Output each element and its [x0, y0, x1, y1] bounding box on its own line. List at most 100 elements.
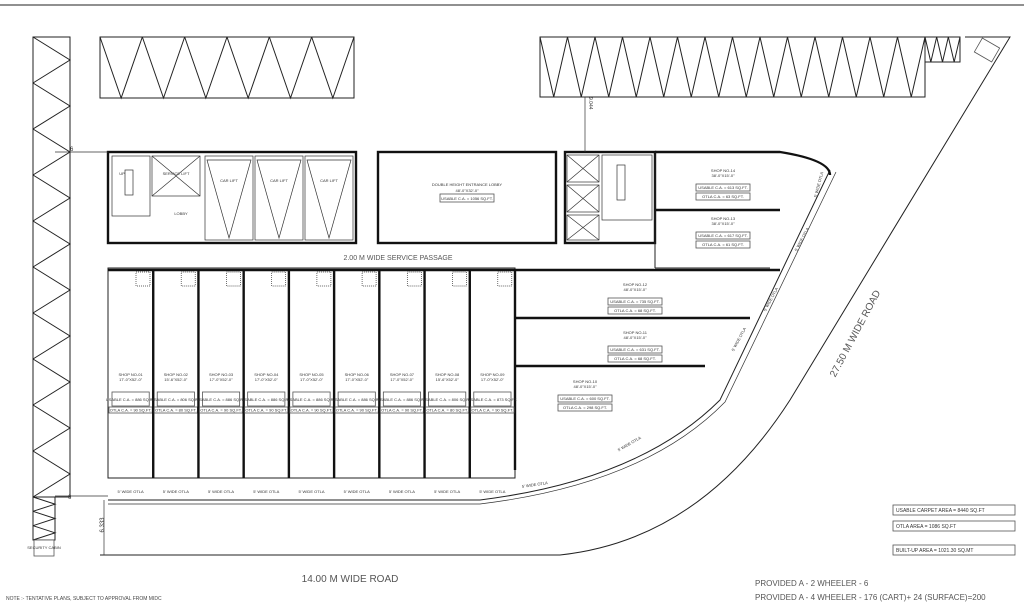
shop-shaft [226, 271, 241, 287]
car-lift-label-1: CAR LIFT [220, 178, 238, 183]
parking-bay [99, 36, 143, 100]
parking-bay [32, 496, 57, 512]
shop-shaft [361, 271, 377, 287]
shop-usable-area: USABLE C.A. = 631 SQ.FT. [610, 347, 659, 352]
otla-label: 5' WIDE OTLA [389, 489, 415, 494]
lobby-size: 48'-0"X32'-0" [455, 188, 479, 193]
shop-usable-area: USABLE C.A. = 600 SQ.FT. [560, 396, 609, 401]
shop-usable-area: USABLE C.A. = 873 SQ.FT. [468, 397, 517, 402]
shop-number: SHOP NO-04 [254, 372, 279, 377]
shop-shaft [271, 271, 287, 287]
shop-size: 17'-0"X52'-0" [300, 377, 324, 382]
parking-bay [268, 36, 313, 100]
parking-bay [842, 36, 871, 98]
parking-bay [32, 220, 71, 268]
shop-size: 38'-0"X15'-0" [711, 221, 735, 226]
shop-usable-area: USABLE C.A. = 886 SQ.FT. [377, 397, 426, 402]
shop-otla-area: OTLA C.A. = 90 SQ.FT. [110, 408, 152, 413]
shop-otla-area: OTLA C.A. = 80 SQ.FT. [155, 408, 197, 413]
shop-number: SHOP NO-01 [119, 372, 144, 377]
otla-label: 5' WIDE OTLA [479, 489, 505, 494]
shop-number: SHOP NO-08 [435, 372, 460, 377]
shop-size: 17'-0"X52'-0" [119, 377, 143, 382]
otla-label: 5' WIDE OTLA [813, 171, 825, 198]
site-boundary [100, 36, 1011, 556]
lobby-title: DOUBLE HEIGHT ENTRANCE LOBBY [432, 182, 502, 187]
parking-bay [869, 36, 898, 98]
shop-otla-area: OTLA C.A. = 90 SQ.FT. [381, 408, 423, 413]
shop-number: SHOP NO-11 [623, 330, 648, 335]
shop-otla-area: OTLA C.A. = 90 SQ.FT. [291, 408, 333, 413]
parking-bay [32, 36, 71, 84]
parking-bay [622, 36, 651, 98]
otla-label: 5' WIDE OTLA [253, 489, 279, 494]
dim-left-bottom: 6 [68, 495, 72, 501]
four-wheeler-parking: PROVIDED A - 4 WHEELER - 176 (CART)+ 24 … [755, 593, 986, 602]
shop-usable-area: USABLE C.A. = 735 SQ.FT. [610, 299, 659, 304]
parking-bay [924, 36, 938, 63]
shop-otla-box [607, 306, 663, 315]
shop-otla-area: OTLA C.A. = 90 SQ.FT. [200, 408, 242, 413]
shop-otla-area: OTLA C.A. = 90 SQ.FT. [336, 408, 378, 413]
shop-otla-area: OTLA C.A. = 298 SQ.FT. [563, 405, 607, 410]
parking-bay [649, 36, 678, 98]
car-lift-label-2: CAR LIFT [270, 178, 288, 183]
otla-label: 5' WIDE OTLA [298, 489, 324, 494]
otla-label: 5' WIDE OTLA [344, 489, 370, 494]
shop-area-box [202, 391, 241, 407]
shop-number: SHOP NO-12 [623, 282, 648, 287]
shop-number: SHOP NO-09 [480, 372, 505, 377]
shop-area-box [607, 345, 663, 354]
shop-size: 15'-6"X52'-0" [164, 377, 188, 382]
road-bottom-label: 14.00 M WIDE ROAD [302, 574, 399, 585]
shop-size: 17'-0"X52'-0" [345, 377, 369, 382]
shop-size: 17'-0"X52'-0" [390, 377, 414, 382]
lobby-small-label: LOBBY [174, 211, 188, 216]
parking-row [99, 36, 355, 99]
shop-usable-area: USABLE C.A. = 886 SQ.FT. [196, 397, 245, 402]
shop-otla-box [470, 406, 515, 414]
shop-usable-area: USABLE C.A. = 613 SQ.FT. [698, 185, 747, 190]
parking-bay [32, 174, 71, 222]
shop-otla-area: OTLA C.A. = 80 SQ.FT. [426, 408, 468, 413]
shop-usable-area: USABLE C.A. = 806 SQ.FT. [151, 397, 200, 402]
shop-otla-area: OTLA C.A. = 63 SQ.FT. [702, 194, 744, 199]
parking-bay [32, 358, 71, 406]
shop-shaft [316, 271, 332, 287]
service-passage-label: 2.00 M WIDE SERVICE PASSAGE [343, 255, 452, 262]
shop-area-box [111, 391, 150, 407]
parking-bay [539, 36, 568, 98]
shop-shaft [452, 271, 467, 287]
otla-area: OTLA AREA = 1086 SQ.FT [896, 524, 956, 530]
shop-usable-area: USABLE C.A. = 617 SQ.FT. [698, 233, 747, 238]
shop-area-box [428, 391, 467, 407]
shop-size: 17'-0"X52'-0" [481, 377, 505, 382]
parking-bay [32, 450, 71, 498]
shop-area-box [337, 391, 376, 407]
otla-label: 5' WIDE OTLA [118, 489, 144, 494]
shop-size: 15'-6"X52'-0" [436, 377, 460, 382]
shop-usable-area: USABLE C.A. = 886 SQ.FT. [332, 397, 381, 402]
parking-bay [567, 36, 596, 98]
shop-otla-area: OTLA C.A. = 90 SQ.FT. [472, 408, 514, 413]
parking-bay [226, 36, 270, 100]
dim-vertical: 6.333 [100, 517, 106, 533]
shop-shaft [406, 271, 422, 287]
shop-number: SHOP NO-13 [711, 216, 736, 221]
shop-usable-area: USABLE C.A. = 886 SQ.FT. [106, 397, 155, 402]
shop-usable-area: USABLE C.A. = 886 SQ.FT. [242, 397, 291, 402]
parking-bay [32, 266, 71, 314]
shop-area-box [607, 297, 663, 306]
shop-otla-box [557, 403, 613, 412]
note: NOTE :- TENTATIVE PLANS, SUBJECT TO APPR… [6, 596, 162, 602]
parking-bay [32, 312, 71, 360]
shop-area-box [557, 394, 613, 403]
shop-size: 17'-0"X52'-0" [210, 377, 234, 382]
shop-otla-area: OTLA C.A. = 68 SQ.FT. [614, 308, 656, 313]
otla-edge [108, 169, 831, 501]
shop-number: SHOP NO-06 [345, 372, 370, 377]
parking-bay [32, 82, 71, 130]
shop-area-box [292, 391, 331, 407]
